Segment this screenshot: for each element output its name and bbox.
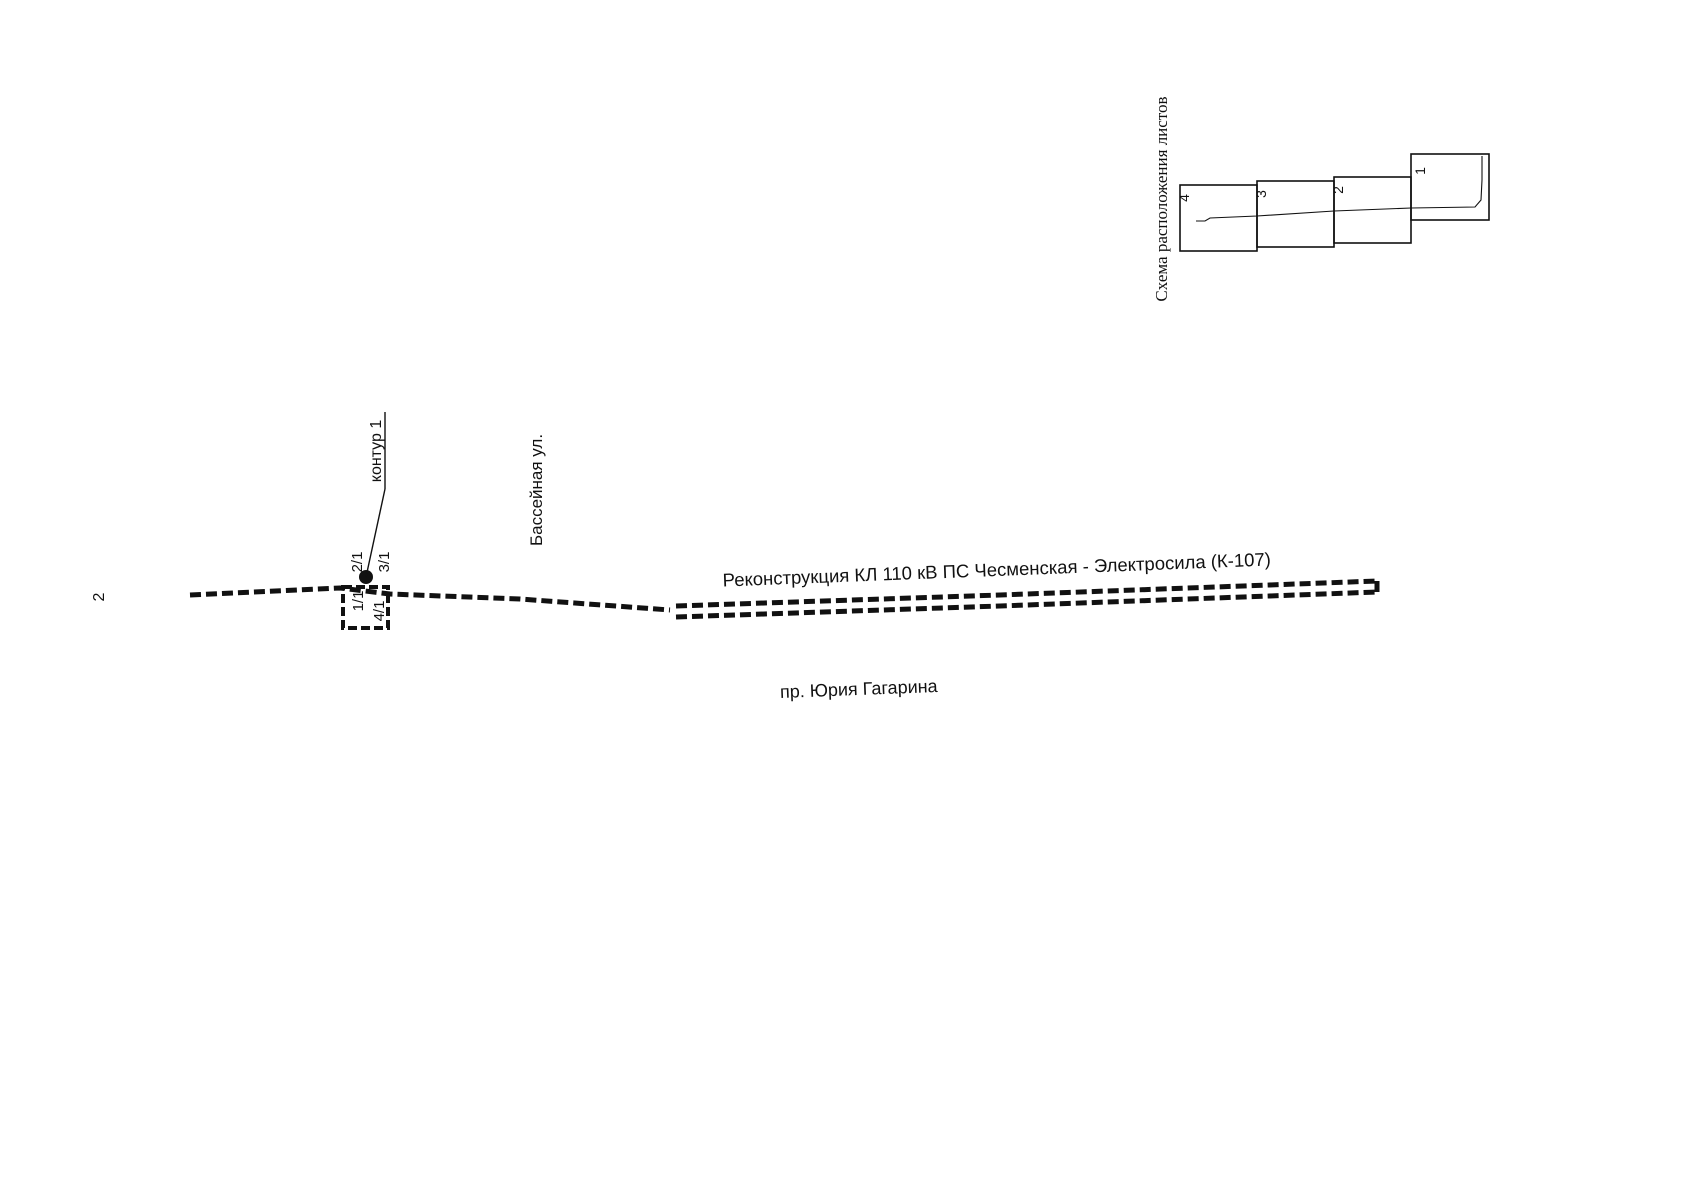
contour-point-1-1: 1/1 — [350, 591, 367, 612]
contour-1: контур 1 1/1 2/1 3/1 4/1 — [341, 412, 393, 630]
contour-point-4-1: 4/1 — [371, 601, 388, 622]
contour-1-boundary — [341, 585, 390, 630]
contour-point-2-1: 2/1 — [349, 552, 366, 573]
contour-1-label: контур 1 — [368, 420, 385, 483]
sheet-box-4-label: 4 — [1176, 194, 1192, 202]
sheet-layout-title: Схема расположения листов — [1152, 96, 1171, 301]
route-lower-line — [675, 589, 1378, 620]
sheet-number: 2 — [91, 592, 108, 601]
contour-point-3-1: 3/1 — [376, 552, 393, 573]
contour-1-leader-line — [365, 488, 386, 578]
route-west-segment — [189, 585, 671, 613]
sheet-box-3-label: 3 — [1253, 190, 1269, 198]
street-label-gagarina: пр. Юрия Гагарина — [780, 676, 939, 702]
route-label: Реконструкция КЛ 110 кВ ПС Чесменская - … — [722, 548, 1271, 590]
sheet-layout-route-trace — [1196, 156, 1483, 222]
route-upper-line — [675, 578, 1378, 609]
sheet-box-1 — [1410, 153, 1490, 221]
sheet-box-1-label: 1 — [1412, 167, 1428, 175]
sheet-box-2-label: 2 — [1330, 186, 1346, 194]
street-label-bassejnaya: Бассейная ул. — [527, 434, 546, 546]
sheet-layout-inset: Схема расположения листов 4 3 2 1 — [1152, 96, 1490, 302]
